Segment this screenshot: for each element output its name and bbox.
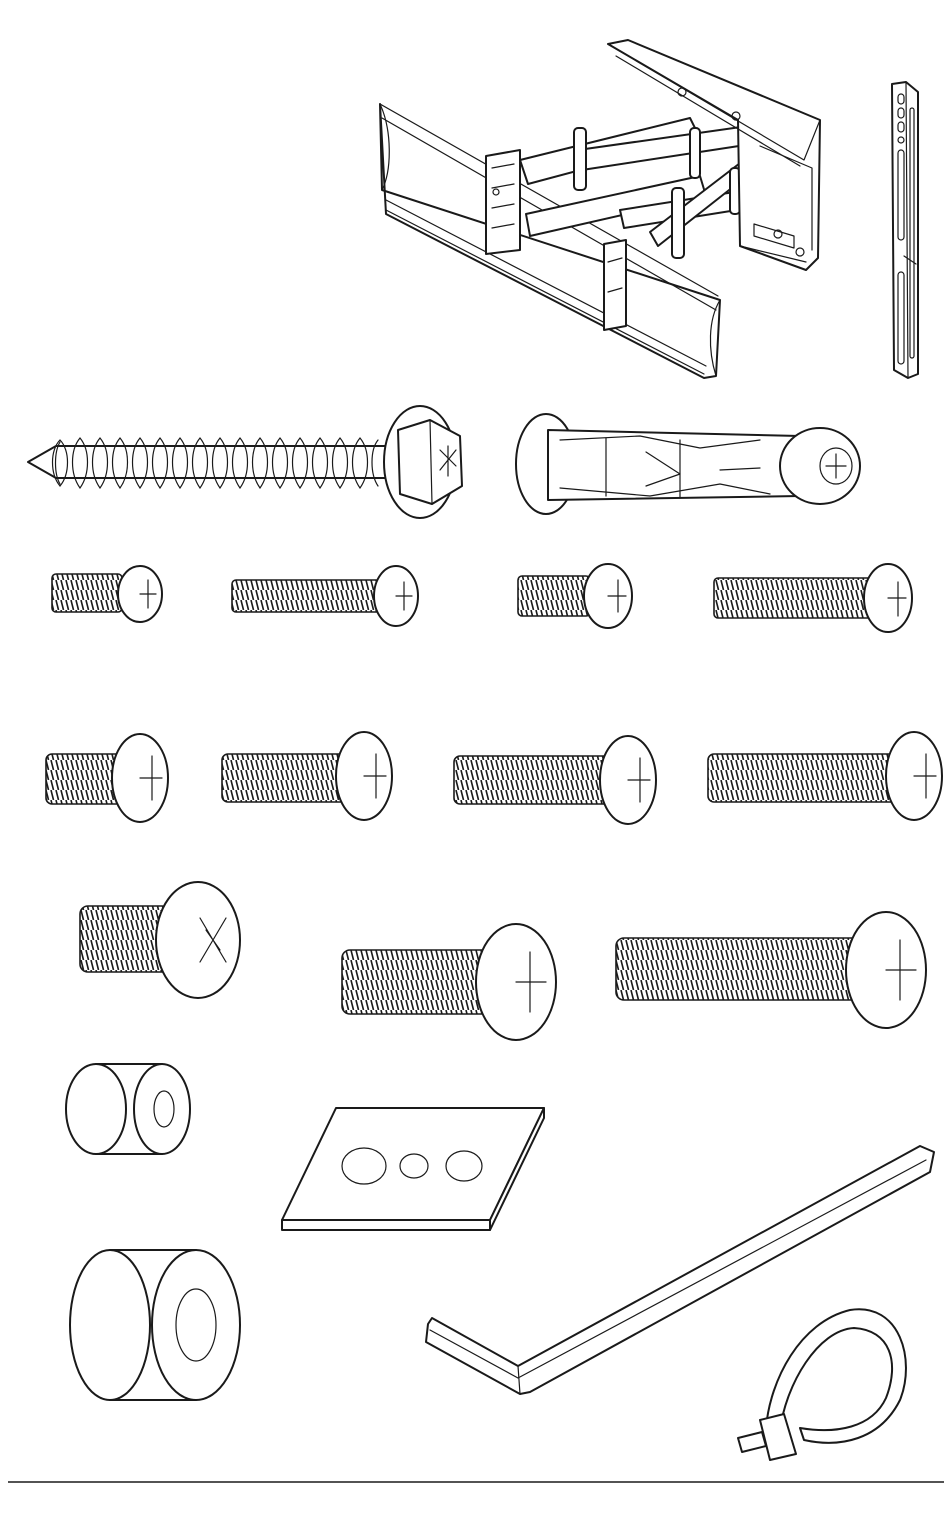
machine-screw-row-b [46,732,942,824]
lag-bolt [28,406,462,518]
wall-anchor [516,414,860,514]
spacer-large [70,1250,240,1400]
vertical-tv-bracket [892,82,918,378]
machine-screw-row-c [80,882,926,1040]
spacer-small [66,1064,190,1154]
machine-screw-row-a [52,564,912,632]
articulating-wall-mount-arm [380,40,820,378]
cable-tie [738,1309,906,1460]
anchor-plate [282,1108,544,1230]
